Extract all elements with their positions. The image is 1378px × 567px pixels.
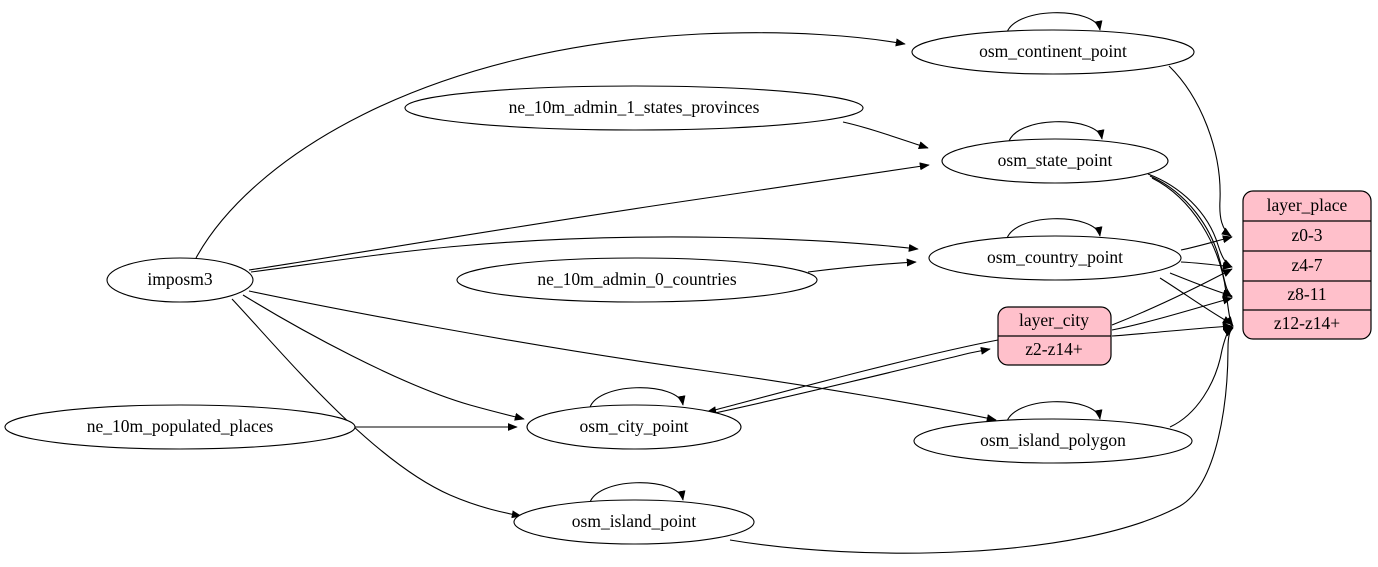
node-osm-continent-point[interactable]: osm_continent_point (911, 29, 1195, 75)
record-node-layer-city[interactable]: layer_city z2-z14+ (997, 306, 1112, 366)
edge-layer_city-to-layer_place-z12-z14+ (1111, 322, 1233, 337)
record-node-layer-place[interactable]: layer_place z0-3 z4-7 z8-11 z12-z14+ (1242, 190, 1372, 340)
edge-osm_country_point-to-layer_place-z12-z14+ (1159, 277, 1233, 325)
node-label-osm-continent-point: osm_continent_point (979, 41, 1127, 61)
edge-imposm3-to-osm_state_point (248, 162, 930, 271)
node-layer: imposm3 ne_10m_admin_1_states_provinces … (4, 29, 1372, 545)
edge-self-loop-osm_island_polygon (1005, 401, 1103, 426)
record-row-z4-7[interactable]: z4-7 (1291, 255, 1322, 275)
edge-layer (195, 12, 1234, 554)
node-label-ne-countries: ne_10m_admin_0_countries (537, 269, 736, 289)
record-row-z0-3[interactable]: z0-3 (1291, 225, 1322, 245)
node-label-osm-island-polygon: osm_island_polygon (980, 430, 1126, 450)
node-osm-country-point[interactable]: osm_country_point (928, 235, 1182, 281)
record-row-z2-z14plus[interactable]: z2-z14+ (1025, 339, 1083, 359)
node-label-osm-country-point: osm_country_point (987, 247, 1123, 267)
edge-self-loop-osm_island_point (588, 482, 686, 507)
node-label-ne-populated: ne_10m_populated_places (87, 416, 274, 436)
node-label-osm-city-point: osm_city_point (580, 416, 689, 436)
node-osm-island-point[interactable]: osm_island_point (513, 499, 755, 545)
edge-osm_continent_point-to-layer_place-z0-3 (1168, 65, 1232, 237)
edge-self-loop-osm_country_point (1005, 218, 1103, 243)
edge-osm_country_point-to-layer_place-z4-7 (1180, 261, 1233, 270)
edge-imposm3-to-osm_continent_point (195, 32, 906, 259)
edge-osm_country_point-to-layer_place-z0-3 (1180, 235, 1233, 251)
node-ne-10m-populated-places[interactable]: ne_10m_populated_places (4, 404, 356, 450)
edge-self-loop-osm_state_point (1007, 121, 1105, 146)
node-ne-10m-admin-0-countries[interactable]: ne_10m_admin_0_countries (456, 257, 818, 303)
edge-layer_city-to-layer_place-z8-11 (1111, 296, 1233, 331)
edge-imposm3-to-osm_island_polygon (248, 290, 997, 423)
edge-imposm3-to-osm_island_point (231, 298, 522, 519)
node-osm-state-point[interactable]: osm_state_point (941, 138, 1169, 184)
edge-imposm3-to-osm_city_point (242, 294, 525, 421)
node-ne-10m-admin-1-states-provinces[interactable]: ne_10m_admin_1_states_provinces (404, 85, 864, 131)
record-row-layer-city-header: layer_city (1019, 310, 1089, 330)
node-label-ne-states: ne_10m_admin_1_states_provinces (509, 97, 760, 117)
node-label-osm-state-point: osm_state_point (998, 150, 1113, 170)
edge-layer_city-to-layer_place-z4-7 (1111, 268, 1233, 326)
record-row-z12-z14plus[interactable]: z12-z14+ (1274, 313, 1340, 333)
node-imposm3[interactable]: imposm3 (106, 257, 254, 303)
edge-imposm3-to-osm_country_point (250, 236, 919, 273)
edge-self-loop-osm_continent_point (1005, 12, 1103, 37)
edge-self-loop-osm_city_point (588, 387, 686, 412)
edge-ne_countries-to-osm_country_point (807, 258, 917, 273)
node-label-osm-island-point: osm_island_point (572, 511, 697, 531)
node-osm-city-point[interactable]: osm_city_point (526, 404, 742, 450)
edge-ne_states-to-osm_state_point (842, 121, 929, 149)
edge-osm_city_point-to-layer_city (709, 346, 991, 415)
node-label-imposm3: imposm3 (147, 269, 212, 289)
record-row-z8-11[interactable]: z8-11 (1287, 284, 1326, 304)
edge-layer_city-to-osm_city_point (706, 339, 999, 415)
edge-osm_island_point-to-layer_place-z12-z14+ (729, 327, 1234, 554)
record-row-layer-place-header: layer_place (1267, 195, 1348, 215)
node-osm-island-polygon[interactable]: osm_island_polygon (913, 418, 1193, 464)
